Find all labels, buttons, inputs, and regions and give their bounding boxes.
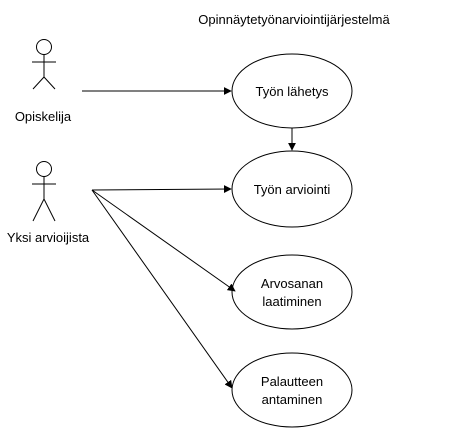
stick-figure-icon [32, 161, 56, 222]
actor-label-opiskelija: Opiskelija [15, 109, 72, 124]
use-case-label-line-1: Palautteen [261, 374, 323, 389]
use-case-label-line-2: laatiminen [262, 294, 321, 309]
use-case-ellipse [231, 254, 353, 330]
connectors [82, 87, 296, 389]
arrow-arvioija-to-arvosana [91, 189, 236, 292]
use-case-label: Työn arviointi [254, 182, 331, 197]
use-case-tyon-arviointi: Työn arviointi [231, 150, 353, 228]
actor-arvioija: Yksi arvioijista [7, 161, 90, 245]
use-case-tyon-lahetys: Työn lähetys [231, 53, 353, 129]
arrow-arvioija-to-arviointi [91, 185, 232, 194]
use-case-palautteen-antaminen: Palautteen antaminen [231, 352, 353, 428]
use-case-ellipse [231, 352, 353, 428]
use-case-arvosanan-laatiminen: Arvosanan laatiminen [231, 254, 353, 330]
actor-opiskelija: Opiskelija [15, 39, 72, 124]
use-case-label-line-2: antaminen [262, 392, 323, 407]
arrow-arvioija-to-palaute [91, 189, 233, 389]
stick-figure-icon [32, 39, 56, 90]
use-case-label-line-1: Arvosanan [261, 276, 323, 291]
actor-label-arvioija: Yksi arvioijista [7, 230, 90, 245]
use-case-label: Työn lähetys [256, 84, 329, 99]
system-title: Opinnäytetyönarviointijärjestelmä [198, 12, 390, 27]
use-case-ellipse [231, 150, 353, 228]
